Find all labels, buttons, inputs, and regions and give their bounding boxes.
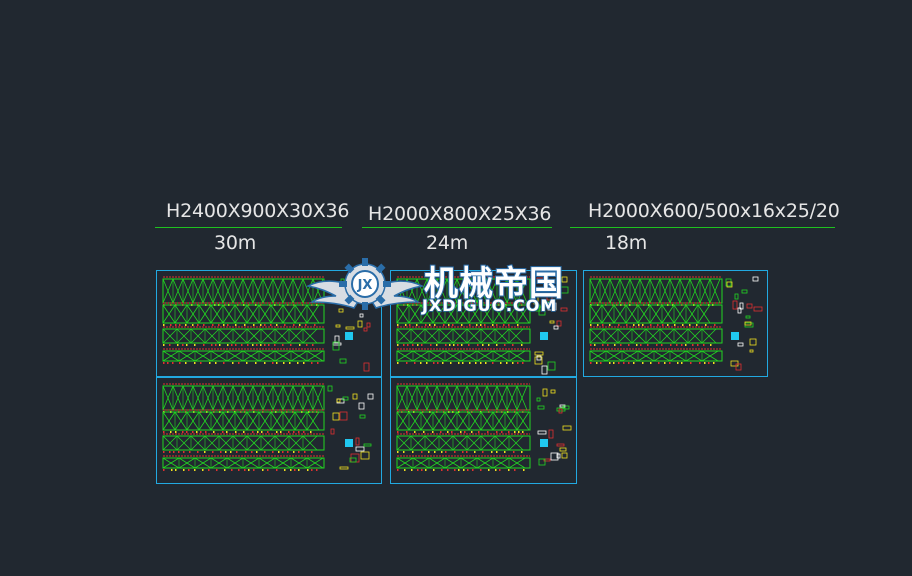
sheet-linework	[396, 276, 569, 375]
drawing-sheet-18m[interactable]	[583, 270, 768, 377]
drawing-sheet-30m-1[interactable]	[156, 270, 382, 377]
watermark-logo: JX 机械帝国 JXDIGUO.COM	[305, 252, 606, 324]
spec-label-18m[interactable]: H2000X600/500x16x25/20	[588, 200, 840, 222]
sheet-linework	[162, 383, 374, 471]
emblem-text: JX	[357, 278, 373, 293]
spec-underline	[362, 227, 552, 228]
sheet-linework	[162, 276, 371, 372]
length-label-18m[interactable]: 18m	[605, 232, 648, 254]
spec-underline	[570, 227, 835, 228]
drawing-sheet-24m-2[interactable]	[390, 377, 577, 484]
spec-label-30m[interactable]: H2400X900X30X36	[166, 200, 350, 222]
spec-label-24m[interactable]: H2000X800X25X36	[368, 203, 552, 225]
sheet-linework	[396, 383, 572, 471]
winged-gear-icon: JX	[305, 258, 425, 310]
drawing-sheet-24m-1[interactable]	[390, 270, 577, 377]
watermark-title: 机械帝国	[423, 263, 564, 305]
length-label-24m[interactable]: 24m	[426, 232, 469, 254]
drawing-sheet-30m-2[interactable]	[156, 377, 382, 484]
watermark-site: JXDIGUO.COM	[421, 295, 558, 316]
length-label-30m[interactable]: 30m	[214, 232, 257, 254]
spec-underline	[155, 227, 342, 228]
sheet-linework	[589, 276, 763, 371]
